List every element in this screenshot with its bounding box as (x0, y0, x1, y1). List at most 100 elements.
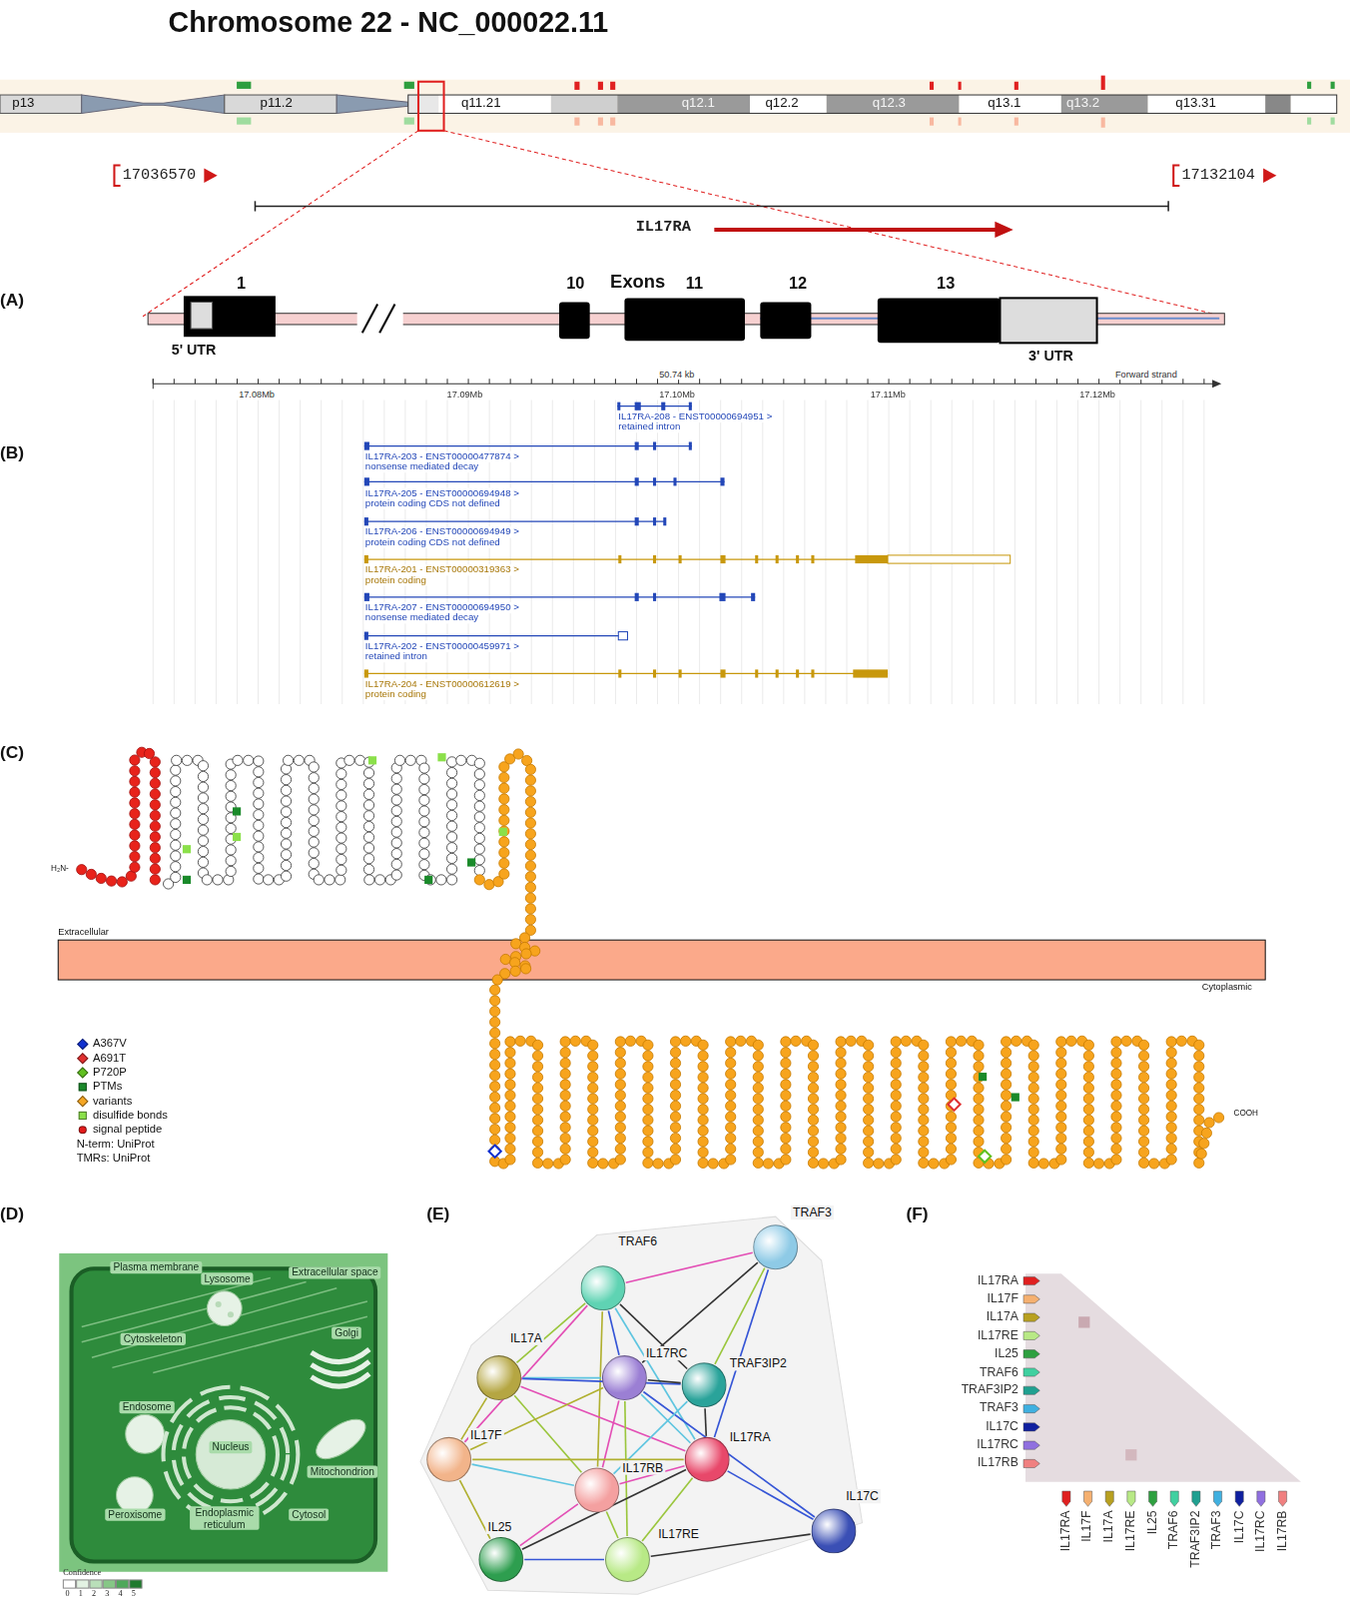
residue (1028, 1071, 1039, 1082)
chromosome-ideogram-part (958, 117, 962, 126)
gene-tag (1023, 1276, 1040, 1285)
residue (419, 837, 430, 848)
ruler-tick (531, 378, 533, 384)
residue (170, 839, 181, 850)
residue (532, 1104, 543, 1115)
residue (532, 1125, 543, 1136)
residue (105, 875, 116, 886)
disulfide-marker (437, 752, 446, 761)
residue (253, 862, 264, 873)
residue (807, 1061, 818, 1072)
chromosome-ideogram-part (0, 94, 82, 113)
residue (890, 1154, 901, 1165)
residue (525, 763, 536, 774)
residue (505, 1132, 516, 1143)
coexpression-matrix-part (1078, 1316, 1090, 1328)
residue (336, 832, 347, 843)
residue (670, 1079, 680, 1090)
residue (1166, 1143, 1177, 1154)
ruler-tick (824, 378, 826, 384)
cell-illustration-part (58, 1253, 388, 1572)
residue (1166, 1111, 1177, 1122)
residue (149, 788, 160, 799)
node-label: IL17A (508, 1331, 545, 1347)
chromosome-ideogram-part (404, 117, 415, 125)
ruler-tick (152, 378, 154, 384)
residue (1001, 1132, 1012, 1143)
exon-heading: Exons (610, 271, 666, 293)
exon-box (364, 441, 370, 450)
residue (456, 754, 467, 765)
residue (873, 1158, 884, 1169)
exon-number: 11 (685, 274, 703, 294)
residue (615, 1143, 626, 1154)
panel-label: (A) (0, 289, 24, 310)
transcript-type: protein coding CDS not defined (364, 498, 502, 510)
panel-label: (B) (0, 443, 24, 464)
residue (225, 779, 236, 790)
residue (532, 1093, 543, 1104)
residue (197, 770, 208, 781)
ruler-tick (194, 378, 196, 384)
figure-title: Chromosome 22 - NC_000022.11 (168, 5, 610, 39)
panel-label: (F) (905, 1204, 928, 1225)
legend-swatch (76, 1052, 89, 1065)
residue (149, 863, 160, 874)
residue (336, 821, 347, 832)
residue (280, 838, 291, 849)
residue (197, 845, 208, 856)
residue (253, 787, 264, 798)
residue (615, 1036, 626, 1047)
residue (149, 799, 160, 810)
residue (643, 1093, 654, 1104)
residue (499, 771, 510, 782)
exon-box (364, 517, 369, 526)
residue (807, 1104, 818, 1115)
residue (532, 1039, 543, 1050)
grid-line (299, 400, 301, 705)
transcript-model (364, 632, 629, 641)
band-label: p13 (11, 95, 34, 111)
exon-box (635, 593, 640, 602)
exon-box (750, 593, 755, 602)
residue (945, 1154, 956, 1165)
gene-tag (1023, 1350, 1040, 1358)
residue (525, 785, 536, 796)
node-label: TRAF6 (616, 1234, 660, 1250)
residue (835, 1154, 846, 1165)
residue (845, 1035, 856, 1046)
exon-box (795, 669, 799, 677)
residue (490, 1038, 501, 1049)
exon-box (678, 555, 682, 564)
residue (1166, 1100, 1177, 1111)
transcript-track-part (1212, 379, 1222, 388)
residue (973, 1050, 984, 1061)
gene-structure (147, 295, 1225, 343)
exon-box (775, 555, 779, 564)
residue (725, 1154, 736, 1165)
gene-name: IL17RA (636, 218, 691, 237)
legend-item: P720P (76, 1065, 127, 1079)
residue (725, 1057, 736, 1068)
residue (1001, 1154, 1012, 1165)
residue (505, 1068, 516, 1079)
ruler-tick (993, 378, 995, 384)
terminus-label: H₂N- (50, 863, 69, 873)
legend-text: A367V (92, 1036, 127, 1049)
legend-item: signal peptide (76, 1122, 163, 1136)
residue (643, 1157, 654, 1168)
residue (670, 1154, 680, 1165)
grid-line (972, 400, 974, 705)
residue (336, 843, 347, 854)
residue (615, 1122, 626, 1133)
axis-tick: 17.09Mb (446, 388, 485, 400)
residue (1111, 1100, 1122, 1111)
residue (363, 853, 374, 864)
residue (197, 856, 208, 867)
residue (615, 1090, 626, 1101)
residue (519, 932, 530, 943)
residue (280, 870, 291, 881)
scale-title: Confidence (62, 1567, 101, 1577)
residue (615, 1111, 626, 1122)
residue (1038, 1158, 1049, 1169)
